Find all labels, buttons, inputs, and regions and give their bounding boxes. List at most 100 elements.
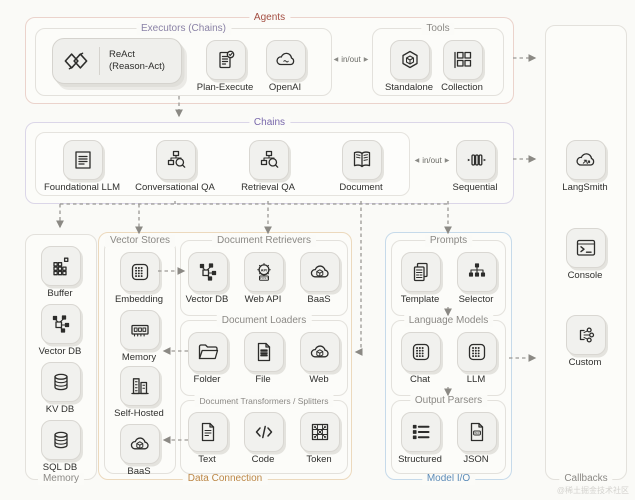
building-tile [120,366,160,406]
template-doc-icon [409,260,433,284]
node-code: Code [244,412,284,465]
node-label: Sequential [452,182,498,193]
sequential-tile [456,140,496,180]
inout-label: in/out [422,155,442,165]
arrow-left-icon: ◀ [414,157,420,164]
embedding-tile [120,252,160,292]
svg-text:API: API [261,267,268,272]
node-label: OpenAI [268,82,302,93]
dot-matrix-icon [409,340,433,364]
node-label: LangSmith [562,182,608,193]
collection-tile [443,40,483,80]
code-tile [244,412,284,452]
node-label: Chat [409,374,431,385]
cloud-cube-icon [128,432,152,456]
vector-stores-group-label: Vector Stores [104,235,176,247]
standalone-tile [390,40,430,80]
node-label: Self-Hosted [114,408,164,419]
flow-search-icon [164,148,188,172]
node-label: Console [567,270,603,281]
node-embedding: Embedding [115,252,163,305]
node-label: Collection [441,82,483,93]
node-text: Text [188,412,228,465]
console-tile [566,228,606,268]
language-models-group-label: Language Models [403,315,494,327]
node-web: Web [300,332,340,385]
structured-tile [401,412,441,452]
text-tile [188,412,228,452]
langsmith-tile [566,140,606,180]
divider [99,47,100,75]
node-label: Selector [458,294,494,305]
node-label: Conversational QA [135,182,215,193]
open-book-icon [350,148,374,172]
node-label: Foundational LLM [43,182,121,193]
document-lines-icon [71,148,95,172]
document-loaders-group-label: Document Loaders [216,315,312,327]
json-file-icon: JSON [465,420,489,444]
document-tile [342,140,382,180]
node-buffer: Buffer [41,246,81,299]
react-label: ReAct (Reason-Act) [109,48,165,73]
vector-nodes-icon [49,312,73,336]
vector-nodes-icon [196,260,220,284]
folder-tile [188,332,228,372]
node-collection: Collection [441,40,483,93]
node-label: Plan-Execute [196,82,254,93]
node-label: File [255,374,271,385]
arrow-right-icon: ▶ [444,157,450,164]
plan-execute-tile [206,40,246,80]
node-label: JSON [463,454,489,465]
sql-db-tile [41,420,81,460]
grid-squares-icon [451,48,475,72]
node-label: Folder [193,374,221,385]
node-label: BaaS [127,466,151,477]
building-icon [128,374,152,398]
node-plan-execute: Plan-Execute [197,40,253,93]
custom-tile [566,315,606,355]
node-vs-memory: Memory [120,310,160,363]
kv-db-tile [41,362,81,402]
node-kv-db: KV DB [41,362,81,415]
code-icon [252,420,276,444]
node-sql-db: SQL DB [41,420,81,473]
database-icon [49,370,73,394]
vector-db-tile [41,304,81,344]
api-gear-icon: API POST [252,260,276,284]
hexagon-box-icon [398,48,422,72]
openai-tile [266,40,306,80]
dot-matrix-icon [128,260,152,284]
node-console: Console [566,228,606,281]
node-label: Token [306,454,332,465]
baas-tile [120,424,160,464]
selector-tile [457,252,497,292]
ram-chip-icon [128,318,152,342]
node-document: Document [339,140,383,193]
node-json: JSON JSON [457,412,497,465]
vector-db-tile [188,252,228,292]
node-label: Text [198,454,216,465]
cloud-arrows-icon [574,148,598,172]
node-vs-baas: BaaS [120,424,160,477]
node-label: SQL DB [42,462,78,473]
output-parsers-group-label: Output Parsers [409,395,488,407]
svg-text:POST: POST [260,276,269,280]
file-icon [252,340,276,364]
node-langsmith: LangSmith [562,140,608,193]
node-llm: LLM [457,332,497,385]
document-transformers-group-label: Document Transformers / Splitters [194,395,334,407]
node-label: BaaS [307,294,331,305]
openai-cloud-icon [274,48,298,72]
chat-tile [401,332,441,372]
buffer-grid-icon [49,254,73,278]
node-template: Template [401,252,441,305]
svg-text:JSON: JSON [473,431,480,435]
node-label: Structured [398,454,442,465]
pipeline-icon [464,148,488,172]
flow-search-icon [257,148,281,172]
node-retrieval-qa: Retrieval QA [241,140,295,193]
database-icon [49,428,73,452]
tree-icon [465,260,489,284]
retrieval-qa-tile [249,140,289,180]
node-label: Web [309,374,329,385]
